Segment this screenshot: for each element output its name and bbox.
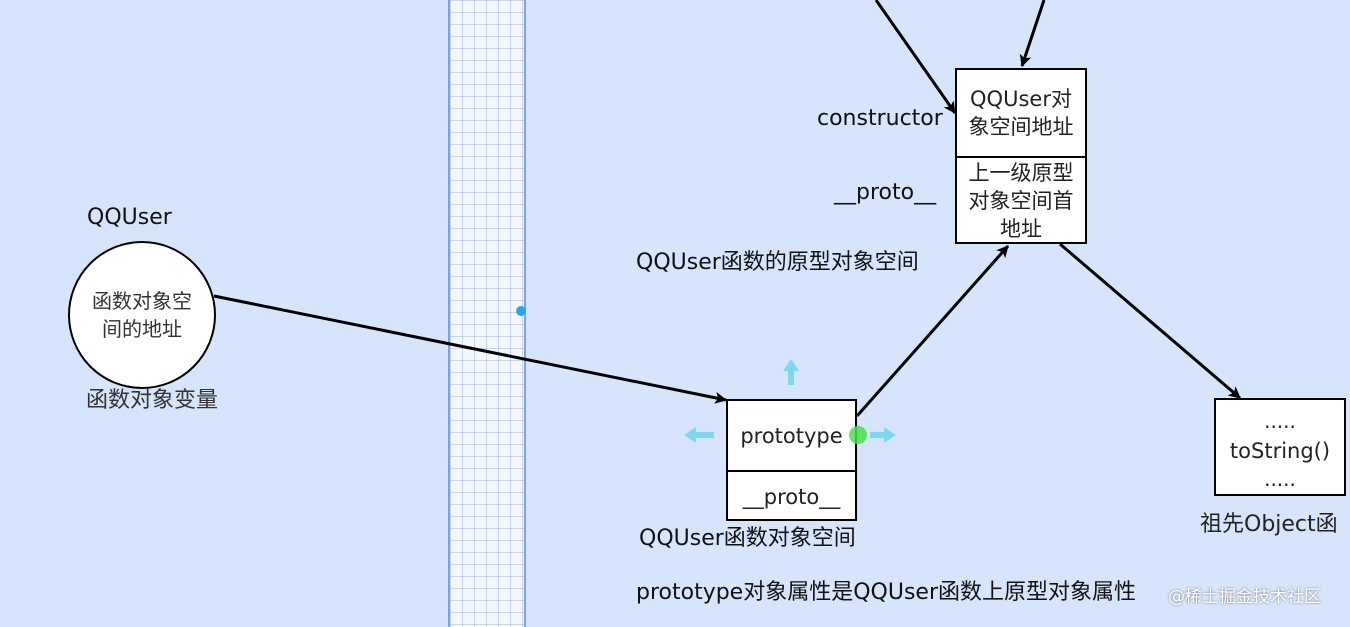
arrow-into-constructor[interactable]	[874, 0, 957, 114]
prototype-cell-text: prototype	[740, 423, 843, 448]
bottom-caption: prototype对象属性是QQUser函数上原型对象属性	[636, 580, 1136, 605]
handle-up-arrow-icon[interactable]	[783, 359, 799, 385]
anchor-point-icon[interactable]	[849, 426, 867, 444]
func-proto-cell[interactable]: __proto__	[728, 472, 855, 521]
prototype-space-address-text: QQUser对象空间地址	[968, 87, 1074, 139]
prototype-space-divider	[957, 156, 1085, 158]
object-caption: 祖先Object函	[1200, 512, 1338, 537]
function-space-divider	[728, 470, 855, 472]
function-space-box[interactable]: prototype __proto__	[726, 399, 857, 521]
selection-handles[interactable]	[680, 355, 910, 465]
function-space-caption: QQUser函数对象空间	[639, 526, 856, 551]
func-proto-cell-text: __proto__	[742, 484, 841, 509]
object-line-3: .....	[1264, 467, 1296, 491]
watermark-text: @稀土掘金技术社区	[1168, 587, 1321, 607]
handle-right-arrow-icon[interactable]	[870, 427, 896, 443]
arrow-circle-to-prototype[interactable]	[213, 294, 727, 404]
upper-proto-address-cell[interactable]: 上一级原型对象空间首地址	[957, 158, 1085, 244]
prototype-cell[interactable]: prototype	[728, 401, 855, 470]
grid-ruler-strip	[448, 0, 526, 627]
proto-label-top: __proto__	[834, 180, 937, 205]
object-line-1: .....	[1264, 409, 1296, 433]
arrow-into-proto-space-top[interactable]	[1019, 0, 1046, 67]
handle-left-arrow-icon[interactable]	[684, 427, 714, 443]
object-box[interactable]: ..... toString() .....	[1214, 398, 1346, 496]
arrow-proto-space-to-object[interactable]	[1059, 242, 1241, 400]
function-variable-circle[interactable]: 函数对象空间的地址	[68, 241, 216, 389]
upper-proto-address-text: 上一级原型对象空间首地址	[968, 161, 1074, 241]
qquser-name-label: QQUser	[87, 205, 172, 230]
arrow-prototype-to-proto-space[interactable]	[855, 245, 1010, 417]
connection-point[interactable]	[516, 306, 526, 316]
circle-text: 函数对象空间的地址	[92, 289, 192, 341]
function-variable-caption: 函数对象变量	[86, 388, 219, 413]
constructor-label: constructor	[817, 106, 943, 131]
object-tostring: toString()	[1229, 439, 1331, 463]
prototype-space-box[interactable]: QQUser对象空间地址 上一级原型对象空间首地址	[955, 68, 1087, 244]
prototype-space-caption: QQUser函数的原型对象空间	[636, 250, 919, 275]
prototype-space-address-cell[interactable]: QQUser对象空间地址	[957, 70, 1085, 156]
